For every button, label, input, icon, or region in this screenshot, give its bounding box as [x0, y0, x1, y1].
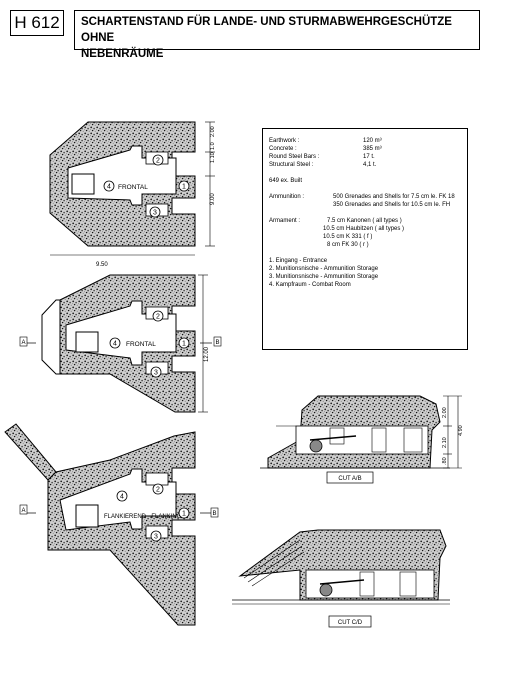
num-4-top: 4	[107, 184, 111, 191]
cut-marker-b-middle: B	[215, 340, 219, 346]
spec-armament-2: 10.5 cm Haubitzen ( all types )	[323, 226, 405, 232]
specification-table: Earthwork : 120 m³ Concrete : 385 m³ Rou…	[262, 128, 468, 350]
dim-section-low: .80	[442, 457, 448, 465]
marker-4-top	[103, 180, 115, 192]
dim-middle: 12.00	[204, 346, 210, 362]
plan-flanking	[4, 423, 219, 626]
spec-earthwork: Earthwork : 120 m³	[269, 138, 382, 144]
cut-cd-label: CUT C/D	[338, 620, 363, 626]
legend-combat-room: 4. Kampfraum - Combat Room	[269, 282, 351, 288]
flanking-label: FLANKIEREND - FLANKING	[104, 514, 182, 520]
spec-armament-4: 8 cm FK 30 ( r )	[327, 242, 369, 248]
section-cut-ab	[260, 395, 462, 484]
num-3-top: 3	[153, 210, 157, 217]
spec-armament-3: 10.5 cm K 331 ( f )	[323, 234, 373, 240]
frontal-label-top: FRONTAL	[118, 184, 148, 191]
num-1-middle: 1	[182, 341, 186, 348]
cut-marker-b-flanking: B	[212, 511, 216, 517]
cut-marker-a-middle: A	[21, 340, 25, 346]
marker-2-top	[152, 154, 164, 166]
section-cut-cd	[232, 529, 450, 628]
marker-1-top	[178, 180, 190, 192]
gun-wheel-ab	[309, 439, 323, 453]
cut-ab-label: CUT A/B	[338, 476, 361, 482]
spec-armament: Armament : 7.5 cm Kanonen ( all types )	[269, 218, 402, 224]
gun-barrel-ab	[309, 435, 357, 441]
dim-section-total: 4.90	[458, 425, 464, 436]
frontal-label-middle: FRONTAL	[126, 341, 156, 348]
dim-height: 9.00	[210, 193, 216, 205]
num-4-middle: 4	[113, 341, 117, 348]
dim-section-upper: 2.00	[442, 407, 448, 418]
dim-top-c: 1.10	[210, 152, 216, 163]
spec-concrete: Concrete : 385 m³	[269, 146, 382, 152]
marker-3-top	[149, 206, 161, 218]
num-2-middle: 2	[156, 314, 160, 321]
num-1-flanking: 1	[182, 511, 186, 518]
num-2-top: 2	[156, 158, 160, 165]
gun-barrel-cd	[319, 579, 365, 585]
dim-top-b: 1.0	[210, 142, 216, 150]
embrasure-opening	[71, 173, 95, 195]
type-code: H 612	[10, 10, 64, 36]
title-line-2: NEBENRÄUME	[81, 48, 164, 60]
num-1-top: 1	[182, 184, 186, 191]
legend-entrance: 1. Eingang - Entrance	[269, 258, 328, 264]
title-line-1: SCHARTENSTAND FÜR LANDE- UND STURMABWEHR…	[81, 16, 452, 44]
spec-ammunition-2: 350 Grenades and Shells for 10.5 cm le. …	[333, 202, 451, 208]
legend-storage-2: 2. Munitionsnische - Ammunition Storage	[269, 266, 379, 272]
num-4-flanking: 4	[120, 494, 124, 501]
dim-section-mid: 2.10	[442, 437, 448, 448]
legend-storage-3: 3. Munitionsnische - Ammunition Storage	[269, 274, 379, 280]
num-3-middle: 3	[154, 370, 158, 377]
num-2-flanking: 2	[156, 487, 160, 494]
dim-width: 9.50	[96, 262, 108, 268]
dim-top-a: 2.00	[210, 126, 216, 137]
spec-structural: Structural Steel : 4,1 t.	[269, 162, 377, 168]
num-3-flanking: 3	[154, 534, 158, 541]
spec-ammunition: Ammunition : 500 Grenades and Shells for…	[269, 194, 455, 200]
title-box: SCHARTENSTAND FÜR LANDE- UND STURMABWEHR…	[74, 10, 480, 60]
spec-round-bars: Round Steel Bars : 17 t.	[269, 154, 375, 160]
plan-frontal-middle	[19, 274, 222, 413]
cut-marker-a-flanking: A	[21, 508, 25, 514]
gun-wheel-cd	[319, 583, 333, 597]
spec-built: 649 ex. Built	[269, 178, 303, 184]
